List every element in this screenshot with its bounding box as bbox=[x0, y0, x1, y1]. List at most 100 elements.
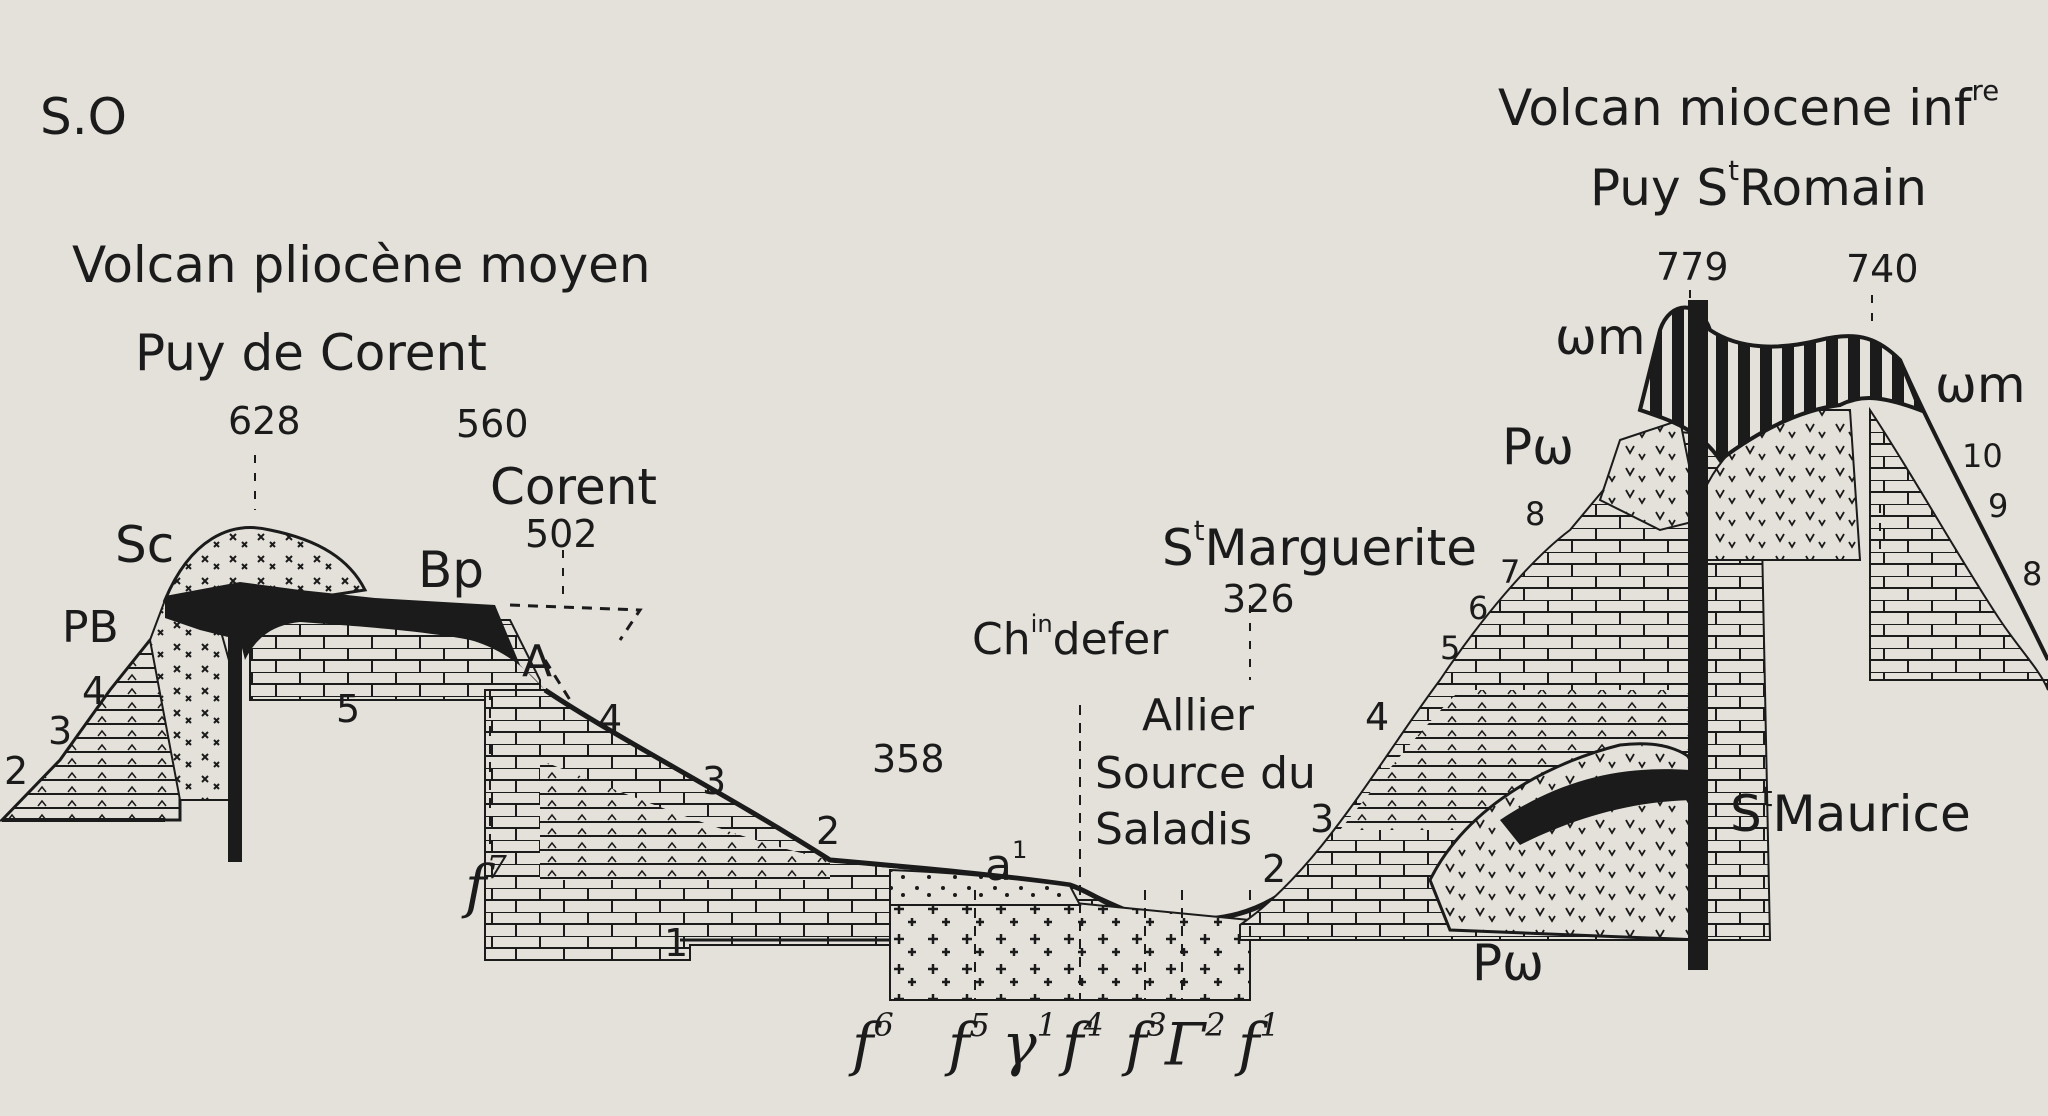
fault-f3-label: f3 bbox=[1125, 1009, 1167, 1074]
st-maurice-rest: Maurice bbox=[1772, 784, 1971, 843]
layer-number: 10 bbox=[1962, 437, 2003, 475]
st-maurice-s: S bbox=[1730, 784, 1762, 843]
layer-number: 3 bbox=[1310, 797, 1335, 841]
elevation-markers bbox=[254, 290, 1881, 680]
layer-number: 3 bbox=[48, 709, 73, 753]
unit-a-label: A bbox=[522, 636, 553, 687]
layer-number: 2 bbox=[816, 809, 841, 853]
unit-pb-label: PB bbox=[62, 602, 119, 653]
far-right-surface bbox=[1898, 359, 2048, 661]
st-marguerite-sup: t bbox=[1193, 515, 1205, 547]
right-summit-elevation: 779 bbox=[1656, 245, 1729, 289]
layer-number: 1 bbox=[664, 921, 689, 965]
elevation-358: 358 bbox=[872, 737, 945, 781]
layer-number: 5 bbox=[1440, 629, 1461, 667]
layer-number: 9 bbox=[1988, 487, 2009, 525]
fault-f1-label: f1 bbox=[1238, 1009, 1280, 1074]
alluvium-index: 1 bbox=[1011, 836, 1028, 864]
st-marguerite-label: StMarguerite bbox=[1162, 515, 1477, 573]
alluvium-letter: a bbox=[985, 839, 1012, 891]
river-allier-label: Allier bbox=[1142, 690, 1254, 741]
fault-f7-label: f7 bbox=[465, 851, 507, 916]
unit-bp-label: Bp bbox=[418, 541, 485, 599]
layer-number: 6 bbox=[1468, 589, 1489, 627]
layer-number: 4 bbox=[598, 697, 623, 741]
fault-f5-label: f5 bbox=[948, 1009, 990, 1074]
left-summit-elevation: 628 bbox=[228, 399, 301, 443]
right-volcano-title-sup: re bbox=[1971, 75, 2000, 107]
right-volcano-name-rest: Romain bbox=[1738, 158, 1927, 217]
fault-letter: f bbox=[948, 1010, 970, 1079]
corent-village-elevation: 502 bbox=[525, 512, 598, 556]
left-dyke bbox=[228, 600, 242, 862]
st-maurice-flow bbox=[1500, 769, 1700, 845]
fault-letter: Γ bbox=[1165, 1010, 1206, 1079]
fault-letter: f bbox=[1062, 1010, 1084, 1079]
romain-upper-tuff bbox=[1598, 418, 1702, 532]
layer-number: 8 bbox=[1525, 495, 1546, 533]
layer-number: 5 bbox=[336, 687, 361, 731]
right-volcano-title: Volcan miocene infre bbox=[1498, 75, 2000, 133]
basalt-flow bbox=[165, 582, 545, 690]
fault-f4-label: f4 bbox=[1062, 1009, 1104, 1074]
fault-index: 4 bbox=[1083, 1006, 1104, 1044]
dyke-gamma2-label: Γ2 bbox=[1165, 1009, 1226, 1074]
st-marguerite-s: S bbox=[1162, 518, 1194, 577]
scoria-cone bbox=[162, 526, 368, 602]
corent-village-label: Corent bbox=[490, 458, 658, 516]
fault-index: 3 bbox=[1146, 1006, 1167, 1044]
unit-pw-bottom-label: Pω bbox=[1472, 934, 1545, 992]
fault-index: 5 bbox=[969, 1006, 990, 1044]
dyke-gamma1-label: γ1 bbox=[1002, 1009, 1057, 1074]
layer-number: 2 bbox=[1262, 847, 1287, 891]
far-right-strata bbox=[1869, 406, 2048, 691]
orientation-label: S.O bbox=[40, 88, 127, 146]
unit-pw-top-label: Pω bbox=[1502, 418, 1575, 476]
st-marguerite-elevation: 326 bbox=[1222, 577, 1295, 621]
layer-number: 8 bbox=[2022, 555, 2043, 593]
left-volcano-title: Volcan pliocène moyen bbox=[72, 236, 651, 294]
right-volcano-name: Puy StRomain bbox=[1590, 155, 1927, 213]
left-elevation-560: 560 bbox=[456, 402, 529, 446]
fault-letter: f bbox=[852, 1010, 874, 1079]
left-volcano-name: Puy de Corent bbox=[135, 324, 487, 382]
fault-letter: γ bbox=[1002, 1010, 1037, 1079]
unit-wm-right-label: ωm bbox=[1935, 356, 2026, 414]
railway-label: Chindefer bbox=[972, 612, 1168, 662]
fault-letter: f bbox=[1238, 1010, 1260, 1079]
alluvium-label: a1 bbox=[985, 838, 1027, 888]
fault-index: 6 bbox=[873, 1006, 894, 1044]
layer-number: 4 bbox=[82, 669, 107, 713]
romain-dyke bbox=[1688, 300, 1708, 970]
right-volcano-name-sup: t bbox=[1728, 155, 1739, 187]
layer-number: 4 bbox=[1365, 695, 1390, 739]
fault-letter: f bbox=[465, 852, 487, 921]
railway-abbrev: Ch bbox=[972, 613, 1031, 665]
left-dashed-flank bbox=[509, 603, 643, 701]
spring-label-line2: Saladis bbox=[1095, 804, 1253, 855]
railway-rest: defer bbox=[1052, 613, 1169, 665]
fault-index: 1 bbox=[1036, 1006, 1057, 1044]
layer-number: 2 bbox=[4, 749, 29, 793]
fault-index: 2 bbox=[1205, 1006, 1226, 1044]
fault-letter: f bbox=[1125, 1010, 1147, 1079]
fault-f6-label: f6 bbox=[852, 1009, 894, 1074]
layer-number: 7 bbox=[1500, 553, 1521, 591]
right-volcano-name-puy: Puy S bbox=[1590, 158, 1729, 217]
fault-lines bbox=[489, 690, 1251, 1000]
st-marguerite-rest: Marguerite bbox=[1204, 518, 1478, 577]
railway-abbrev-sup: in bbox=[1030, 610, 1053, 638]
right-elevation-740: 740 bbox=[1846, 247, 1919, 291]
layer-number: 3 bbox=[702, 759, 727, 803]
st-maurice-sup: t bbox=[1761, 781, 1773, 813]
spring-label-line1: Source du bbox=[1095, 748, 1316, 799]
right-volcano-title-main: Volcan miocene inf bbox=[1498, 78, 1972, 137]
st-maurice-label: StMaurice bbox=[1730, 781, 1971, 839]
alluvium-terrace bbox=[889, 868, 1082, 906]
central-slope-hatch bbox=[540, 760, 830, 880]
unit-sc-label: Sc bbox=[115, 516, 175, 574]
unit-wm-left-label: ωm bbox=[1555, 308, 1646, 366]
fault-index: 7 bbox=[486, 848, 507, 886]
